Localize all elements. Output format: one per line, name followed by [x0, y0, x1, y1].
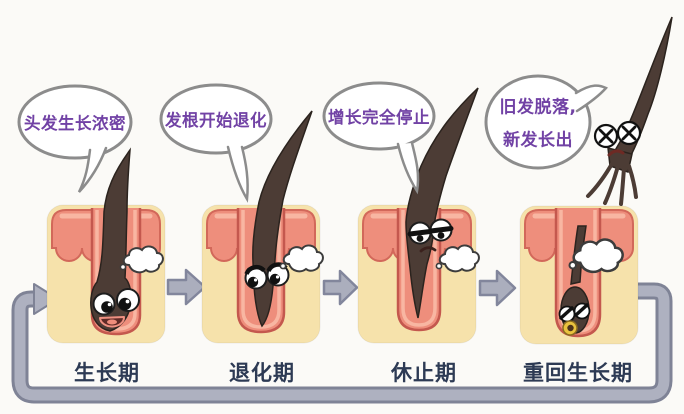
next-stage-arrow-icon-3	[478, 269, 517, 307]
next-stage-arrow-icon-2	[322, 269, 359, 306]
bubble-tail	[574, 84, 609, 113]
bubble-text-telogen: 增长完全停止	[328, 108, 430, 127]
bubble-tail	[226, 145, 249, 203]
speech-bubble-2	[159, 83, 273, 203]
skin-block-1	[46, 147, 166, 344]
stage-label-anagen: 生长期	[74, 361, 140, 385]
bubble-text-shedding-line1: 旧发脱落,	[499, 97, 577, 118]
cycle-loop-arrow-icon	[11, 282, 673, 404]
hair-face-worried	[244, 262, 290, 290]
speech-bubble-3	[322, 81, 436, 195]
skin-block-2	[201, 110, 324, 344]
stage-label-reanagen: 重回生长期	[523, 361, 633, 385]
skin-block-4	[519, 205, 639, 345]
stage-label-catagen: 退化期	[229, 361, 295, 385]
falling-hair	[586, 16, 673, 206]
bubble-text-anagen: 头发生长浓密	[24, 114, 126, 133]
bubble-tail	[77, 146, 108, 193]
follicle-highlight	[401, 210, 437, 327]
bubble-text-shedding-line2: 新发长出	[503, 130, 573, 151]
hair-face-joyful	[558, 302, 591, 336]
hair-root-fork	[586, 160, 638, 206]
bubble-text-catagen: 发根开始退化	[165, 111, 267, 130]
hair-face-sleepy	[407, 218, 454, 253]
bubble-tail	[396, 141, 420, 195]
next-stage-arrow-icon-1	[166, 268, 207, 306]
hair-face-happy	[92, 288, 140, 328]
speech-bubble-4	[484, 74, 609, 170]
hair-face-dead	[593, 120, 642, 157]
speech-bubble-1	[17, 84, 133, 193]
hair-strand	[90, 147, 132, 332]
stage-label-telogen: 休止期	[391, 361, 457, 385]
follicle-highlight	[241, 210, 281, 329]
skin-block-3	[357, 87, 480, 344]
